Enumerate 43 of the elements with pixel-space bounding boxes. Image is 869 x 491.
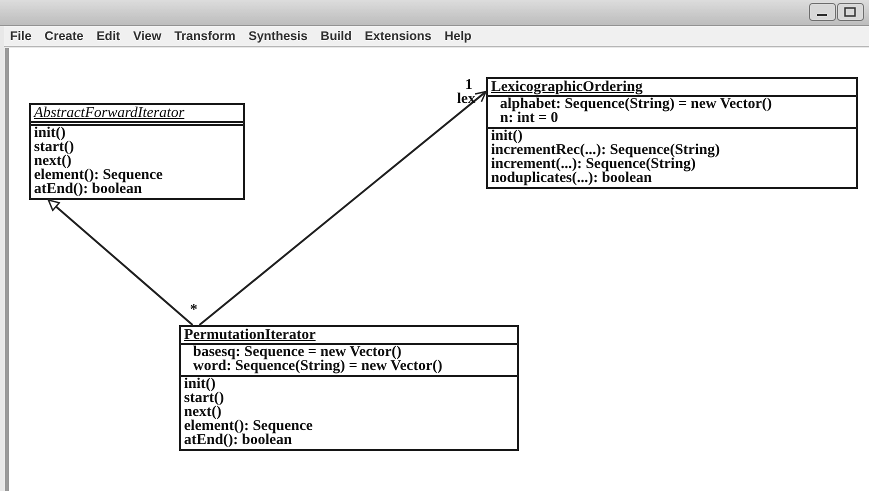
class-box (179, 325, 519, 451)
operation-text: incrementRec(...): Sequence(String) (491, 143, 721, 157)
operation-text: increment(...): Sequence(String) (491, 157, 696, 171)
menu-item: View (133, 29, 162, 43)
operation-compartment (31, 124, 243, 198)
operation-text: element(): Sequence (184, 419, 314, 433)
multiplicity-label: 1 (465, 78, 472, 93)
operation-text: atEnd(): boolean (34, 182, 142, 196)
operation-text: element(): Sequence (34, 168, 164, 182)
operation-text: atEnd(): boolean (184, 433, 292, 447)
operation-compartment (181, 375, 517, 449)
class-box (29, 103, 245, 200)
menu-item: Transform (174, 29, 236, 43)
menu-item: Synthesis (248, 29, 308, 43)
class-name: PermutationIterator (183, 327, 317, 343)
menu-item: Extensions (364, 29, 432, 43)
inheritance-arrow (48, 199, 194, 326)
operation-text: init() (34, 126, 66, 140)
menu-item: File (10, 29, 32, 43)
attribute-text: basesq: Sequence = new Vector() (193, 345, 402, 359)
operation-text: start() (184, 391, 225, 405)
operation-text: init() (184, 377, 216, 391)
operation-text: start() (34, 140, 75, 154)
attribute-compartment (181, 343, 517, 375)
menu-item: Create (44, 29, 84, 43)
attribute-text: alphabet: Sequence(String) = new Vector() (500, 97, 773, 111)
operation-text: init() (491, 129, 523, 143)
operation-text: noduplicates(...): boolean (491, 171, 652, 185)
class-box (486, 77, 858, 189)
attribute-text: n: int = 0 (500, 111, 558, 125)
menu-item: Help (444, 29, 472, 43)
operation-text: next() (34, 154, 72, 168)
operation-compartment (488, 127, 856, 187)
multiplicity-label: * (190, 303, 198, 318)
menu-item: Build (320, 29, 352, 43)
class-name: LexicographicOrdering (490, 79, 644, 95)
attribute-text: word: Sequence(String) = new Vector() (193, 359, 444, 373)
empty-attribute-compartment (31, 121, 243, 124)
menu-item: Edit (96, 29, 120, 43)
operation-text: next() (184, 405, 222, 419)
class-name: AbstractForwardIterator (32, 105, 186, 121)
association-arrow (198, 90, 487, 326)
multiplicity-label: lex (457, 92, 476, 107)
